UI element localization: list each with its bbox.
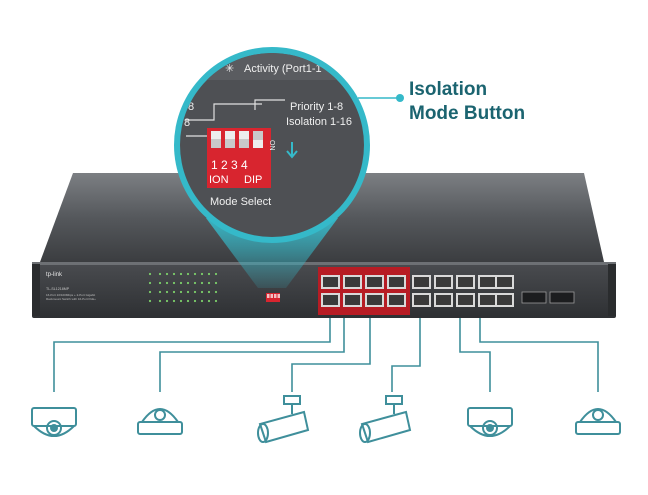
callout-line-1: Isolation: [409, 79, 488, 100]
status-led: [148, 281, 152, 285]
dome-camera-icon: [137, 408, 183, 435]
port-opening: [345, 277, 360, 287]
status-led: [158, 281, 162, 285]
status-led: [179, 281, 183, 285]
status-led: [172, 290, 176, 294]
callout-line-2: Mode Button: [409, 103, 526, 124]
status-led: [186, 299, 190, 303]
status-led: [200, 281, 204, 285]
isolation-mode-callout: Isolation Mode Button: [409, 78, 525, 126]
bullet-camera-icon: [359, 395, 412, 444]
status-led: [172, 299, 176, 303]
status-led: [179, 272, 183, 276]
port-opening: [436, 295, 451, 305]
rack-ear-right: [608, 264, 616, 316]
port-opening: [414, 295, 429, 305]
status-led: [200, 299, 204, 303]
dome-camera-icon: [575, 408, 621, 435]
camera-cables: [53, 318, 599, 392]
led-panel: [148, 272, 218, 303]
dip-on-label: ION: [209, 174, 229, 186]
status-led: [165, 299, 169, 303]
description-line-2: Rackmount Switch with 16-Port PoE+: [46, 297, 96, 301]
dome-camera-icon: [31, 407, 77, 437]
left-digit-top: 8: [188, 101, 194, 113]
status-led: [179, 299, 183, 303]
isolation-label: Isolation 1-16: [286, 116, 352, 128]
port-opening: [480, 295, 495, 305]
port-opening: [345, 295, 360, 305]
led-activity-label: Activity (Port1-1: [244, 63, 322, 75]
priority-label: Priority 1-8: [290, 101, 343, 113]
port-opening: [323, 295, 338, 305]
status-led: [207, 299, 211, 303]
status-led: [207, 281, 211, 285]
port-opening: [436, 277, 451, 287]
status-led: [158, 299, 162, 303]
ethernet-ports-1-8: [321, 275, 406, 307]
status-led: [214, 281, 218, 285]
status-led: [193, 281, 197, 285]
port-opening: [414, 277, 429, 287]
status-led: [148, 290, 152, 294]
dip-label: DIP: [244, 174, 262, 186]
sfp-slots: [521, 291, 575, 304]
status-led: [207, 272, 211, 276]
status-led: [165, 281, 169, 285]
ethernet-ports-9-16: [412, 275, 497, 307]
port-opening: [480, 277, 495, 287]
status-led: [165, 290, 169, 294]
status-led: [193, 290, 197, 294]
rack-ear-left: [32, 264, 40, 316]
sfp-slot[interactable]: [521, 291, 547, 304]
port-opening: [458, 295, 473, 305]
status-led: [186, 281, 190, 285]
left-digit-bottom: 8: [184, 117, 190, 129]
port-opening: [323, 277, 338, 287]
port-opening: [367, 277, 382, 287]
status-led: [193, 299, 197, 303]
description-line-1: 16-Port 10/100Mbps + 2-Port Gigabit: [46, 293, 95, 297]
arrow-down-icon: [286, 142, 298, 159]
magnifier-circle: Activity (Port1-1 ✳ 8 8 Priority 1-8 Iso…: [180, 53, 364, 237]
port-opening: [367, 295, 382, 305]
status-led: [172, 272, 176, 276]
poe-port-block-1: [318, 267, 410, 315]
status-led: [186, 272, 190, 276]
model-label: TL-SL1218MP: [46, 287, 70, 291]
status-led: [200, 272, 204, 276]
port-opening: [497, 277, 512, 287]
status-led: [148, 272, 152, 276]
brand-logo: tp-link: [46, 272, 63, 278]
port-opening: [389, 295, 404, 305]
status-led: [207, 290, 211, 294]
callout-dot: [396, 94, 404, 102]
status-led: [172, 281, 176, 285]
status-led: [158, 290, 162, 294]
status-led: [214, 299, 218, 303]
on-indicator: ON: [268, 140, 275, 151]
dome-camera-icon: [467, 407, 513, 437]
status-led: [214, 290, 218, 294]
sfp-slot[interactable]: [549, 291, 575, 304]
port-opening: [389, 277, 404, 287]
status-led: [158, 272, 162, 276]
status-led: [186, 290, 190, 294]
port-opening: [458, 277, 473, 287]
sun-icon: ✳: [225, 63, 234, 75]
status-led: [193, 272, 197, 276]
gigabit-ports: [495, 275, 514, 307]
status-led: [148, 299, 152, 303]
status-led: [179, 290, 183, 294]
port-opening: [497, 295, 512, 305]
status-led: [200, 290, 204, 294]
status-led: [214, 272, 218, 276]
mode-select-label: Mode Select: [210, 196, 271, 208]
bullet-camera-icon: [257, 395, 310, 444]
dip-numbers: 1 2 3 4: [211, 158, 248, 172]
status-led: [165, 272, 169, 276]
